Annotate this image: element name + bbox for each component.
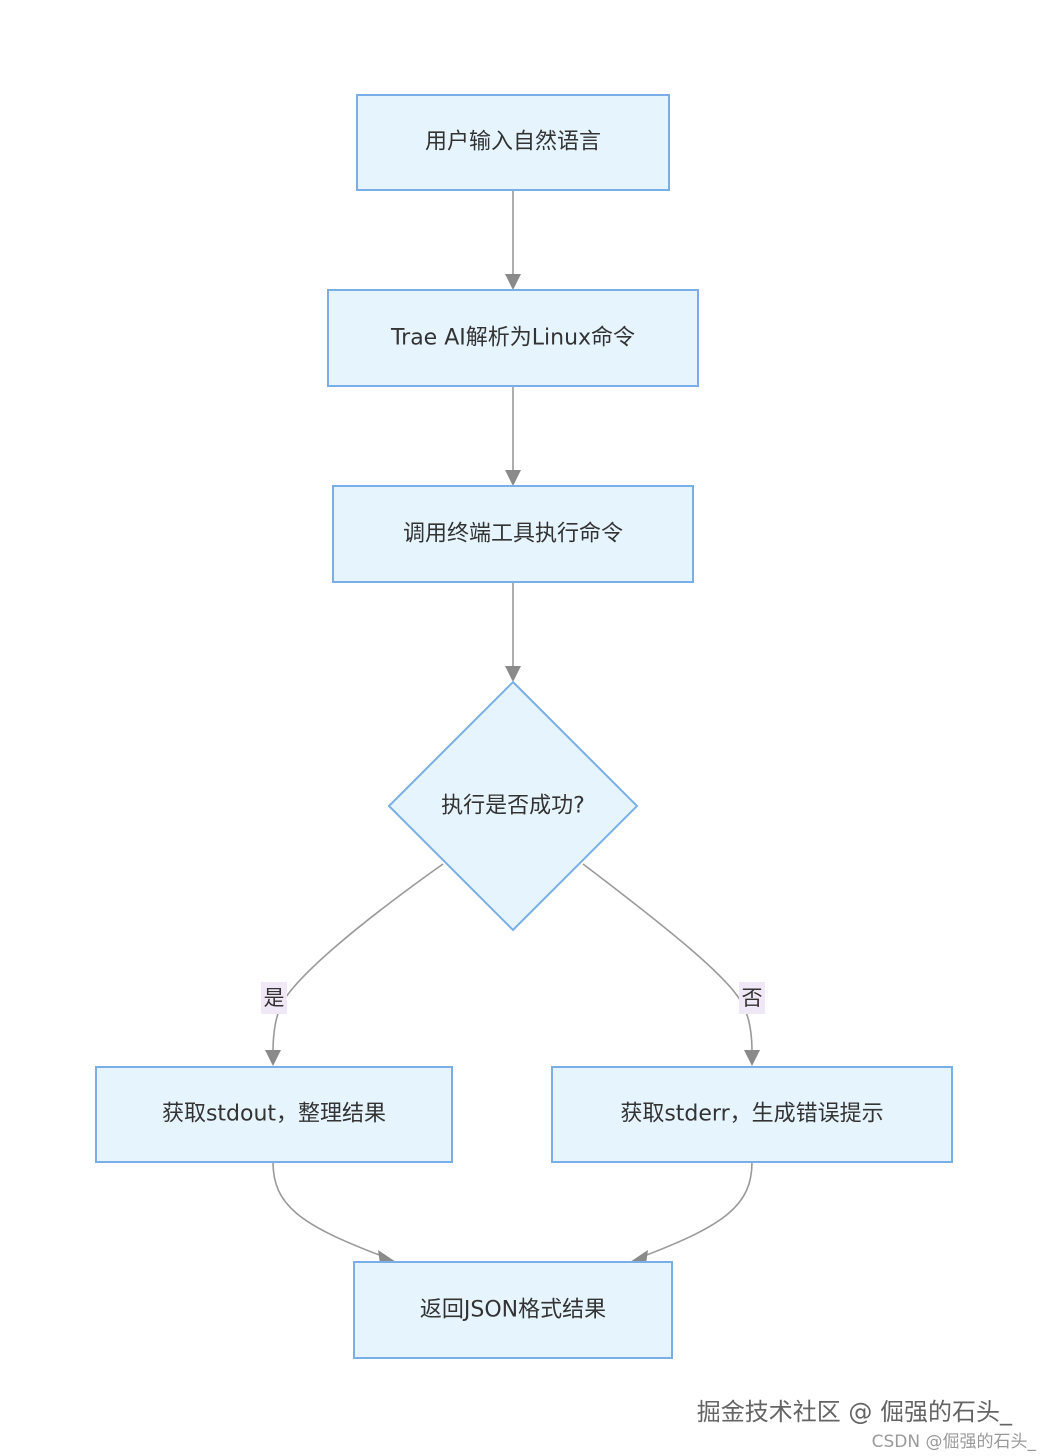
node-success-label: 获取stdout，整理结果 — [162, 1102, 386, 1127]
edge-decision-to-failure — [582, 863, 753, 1053]
edge-label-no: 否 — [742, 986, 763, 1010]
arrow-head-icon — [630, 1250, 648, 1264]
arrow-head-icon — [744, 1050, 760, 1066]
arrow-head-icon — [505, 666, 521, 682]
node-decision-label: 执行是否成功? — [441, 794, 585, 819]
edge-label-yes: 是 — [264, 986, 285, 1010]
node-exec: 调用终端工具执行命令 — [332, 485, 694, 583]
edge-label-no-bg — [739, 982, 765, 1014]
edge-label-yes-bg — [261, 982, 287, 1014]
node-success: 获取stdout，整理结果 — [95, 1066, 453, 1163]
edge-success-to-output — [272, 1161, 383, 1257]
node-failure: 获取stderr，生成错误提示 — [551, 1066, 953, 1163]
arrow-head-icon — [505, 470, 521, 486]
node-failure-label: 获取stderr，生成错误提示 — [620, 1102, 883, 1127]
node-parse-label: Trae AI解析为Linux命令 — [390, 326, 635, 351]
node-output-label: 返回JSON格式结果 — [420, 1298, 606, 1323]
node-output: 返回JSON格式结果 — [353, 1261, 673, 1359]
node-input-label: 用户输入自然语言 — [425, 130, 601, 155]
edge-decision-to-success — [272, 863, 444, 1053]
arrow-head-icon — [505, 274, 521, 290]
arrow-head-icon — [265, 1050, 281, 1066]
arrow-head-icon — [378, 1250, 396, 1264]
watermark-juejin: 掘金技术社区 @ 倔强的石头_ — [696, 1398, 1012, 1426]
node-input: 用户输入自然语言 — [356, 94, 670, 191]
node-parse: Trae AI解析为Linux命令 — [327, 289, 699, 387]
node-exec-label: 调用终端工具执行命令 — [403, 522, 623, 547]
node-decision: 执行是否成功? — [387, 680, 639, 932]
edge-failure-to-output — [643, 1161, 753, 1257]
watermark-csdn: CSDN @倔强的石头_ — [871, 1432, 1036, 1452]
